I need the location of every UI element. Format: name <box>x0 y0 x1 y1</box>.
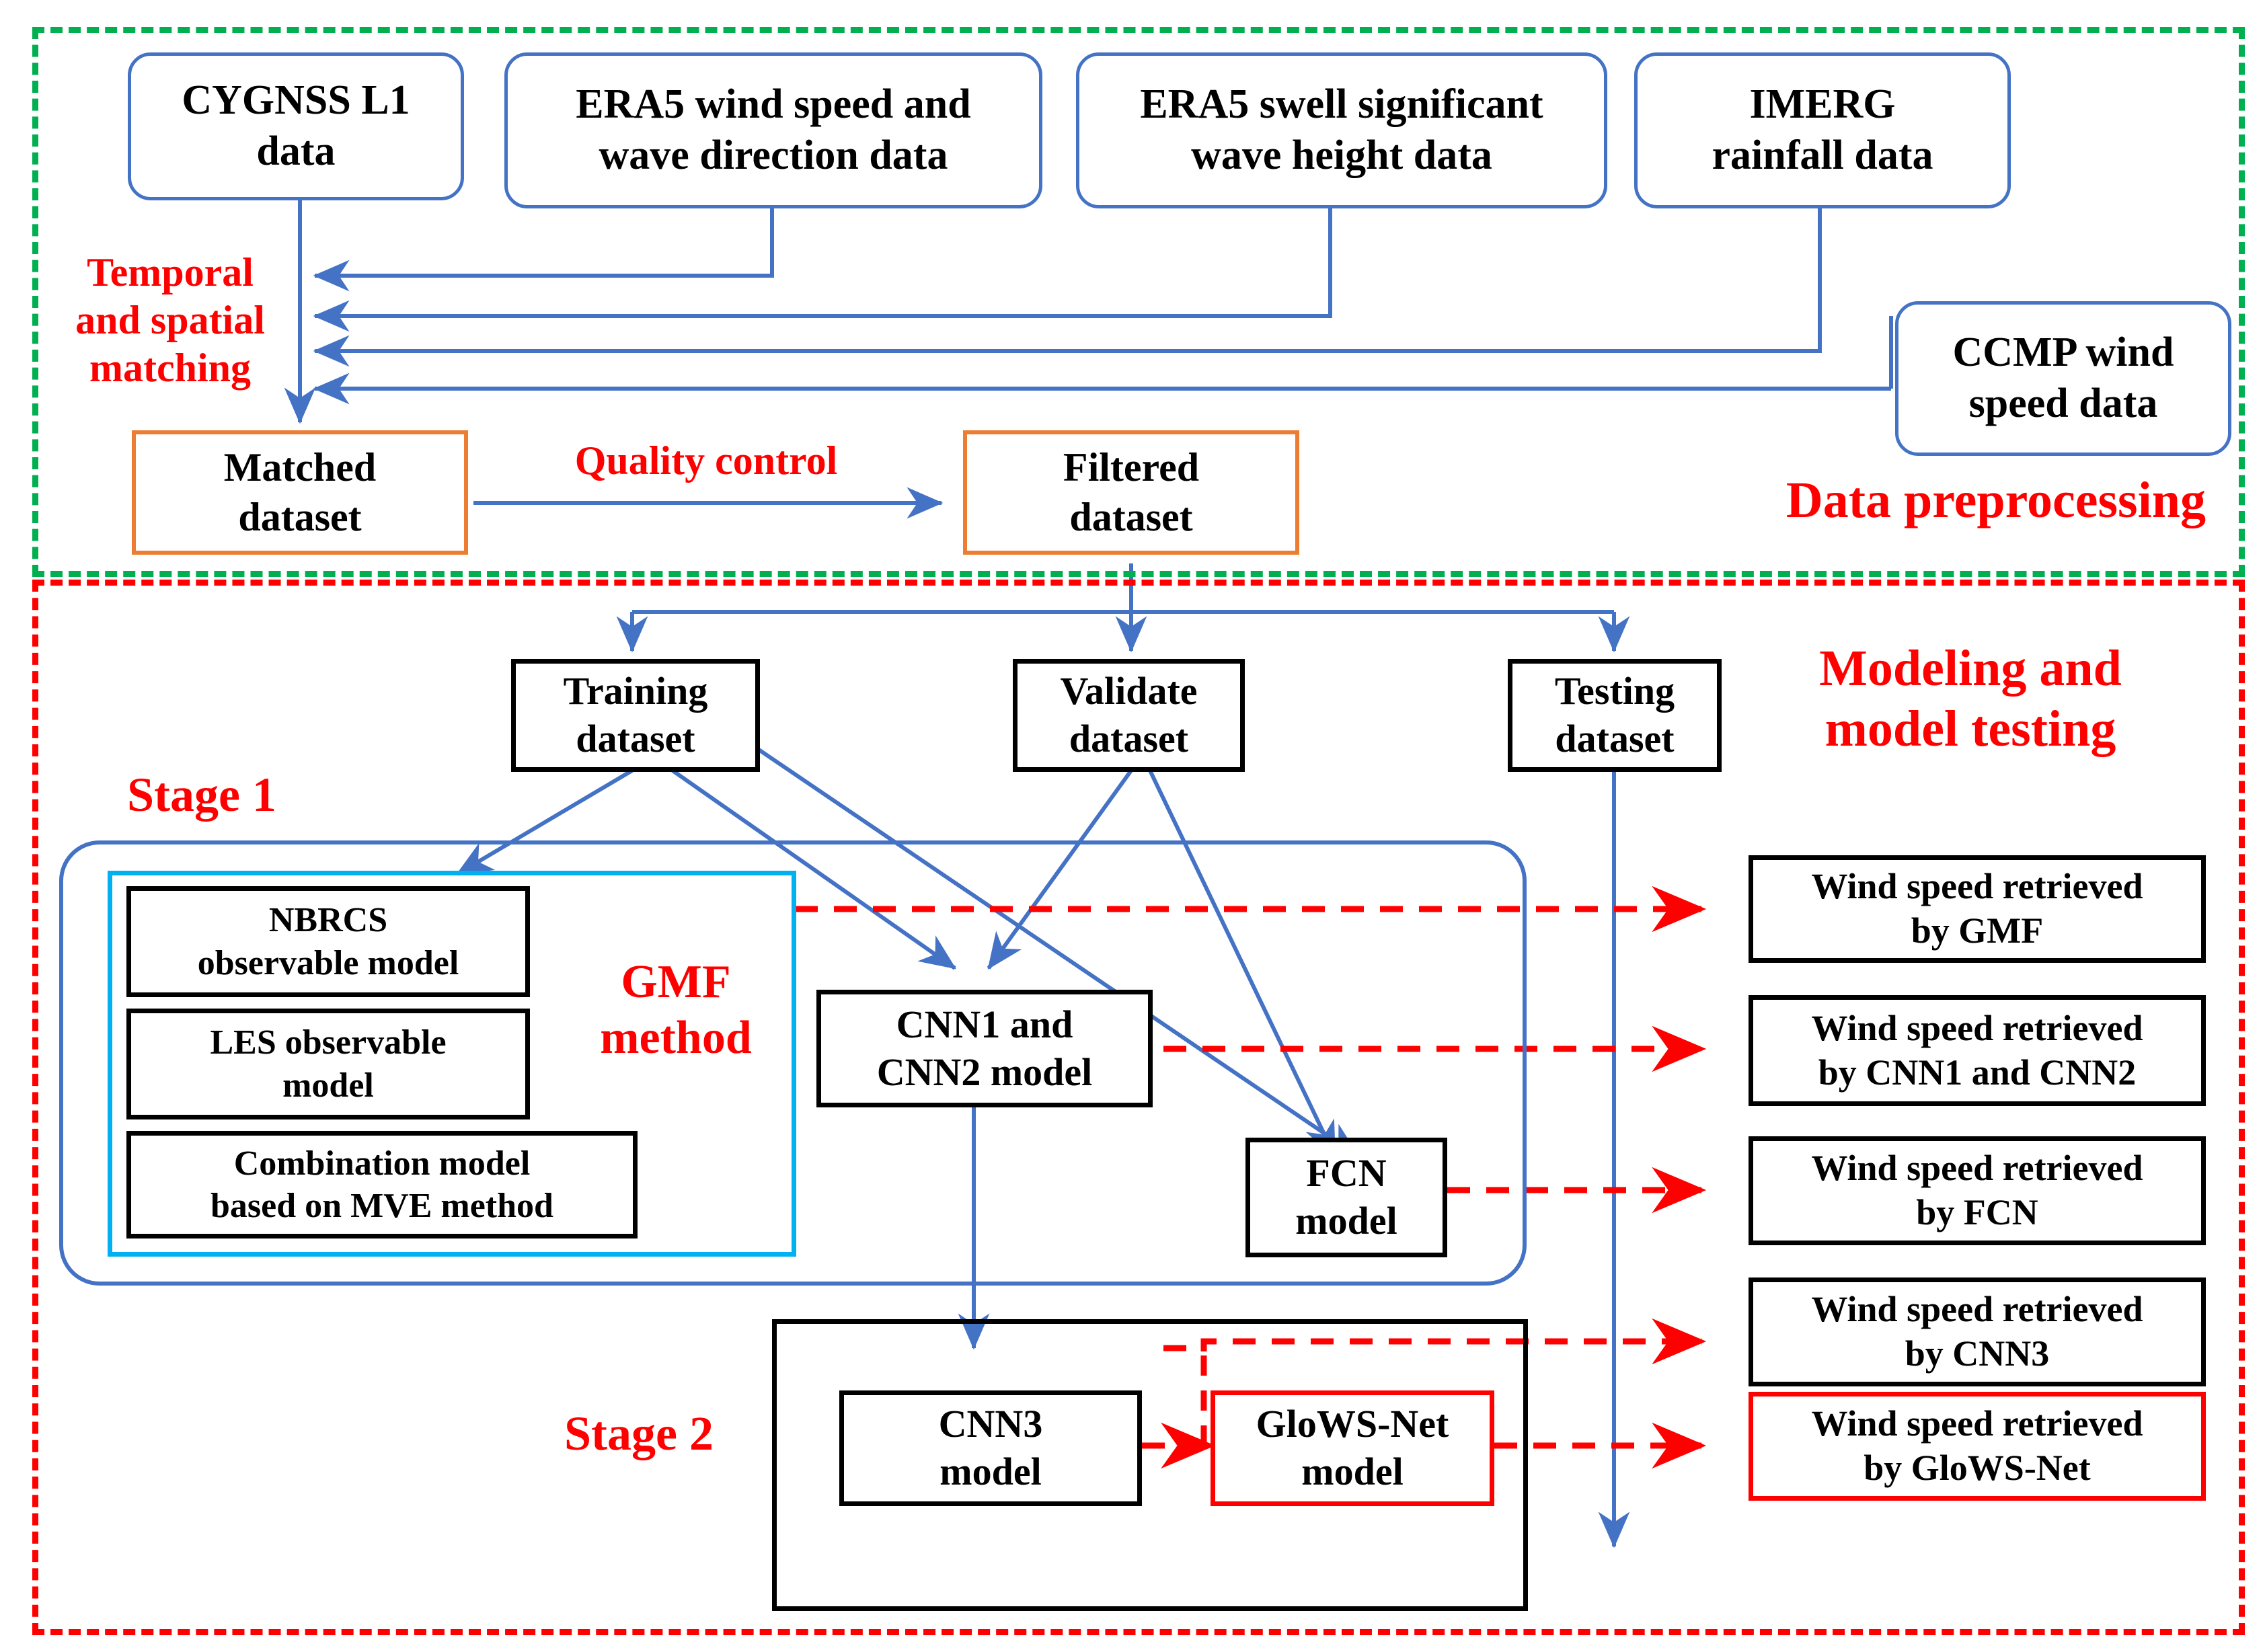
stage-2-container <box>772 1319 1528 1611</box>
output-box-fcn[interactable]: Wind speed retrieved by FCN <box>1749 1136 2206 1245</box>
dataset-box-training[interactable]: Training dataset <box>511 659 760 772</box>
label-data-preprocessing: Data preprocessing <box>1786 472 2206 528</box>
output-box-cnn1-cnn2[interactable]: Wind speed retrieved by CNN1 and CNN2 <box>1749 995 2206 1106</box>
model-box-cnn1-cnn2[interactable]: CNN1 and CNN2 model <box>816 990 1153 1107</box>
label-modeling-and-model-testing: Modeling and model testing <box>1819 640 2122 757</box>
dataset-box-filtered[interactable]: Filtered dataset <box>963 430 1299 555</box>
source-box-era5-swell[interactable]: ERA5 swell significant wave height data <box>1076 52 1607 208</box>
source-box-imerg[interactable]: IMERG rainfall data <box>1634 52 2011 208</box>
source-box-cygnss[interactable]: CYGNSS L1 data <box>128 52 464 200</box>
model-box-cnn3[interactable]: CNN3 model <box>839 1390 1142 1506</box>
dataset-box-testing[interactable]: Testing dataset <box>1508 659 1722 772</box>
model-box-glows-net[interactable]: GloWS-Net model <box>1211 1390 1494 1506</box>
label-temporal-spatial-matching: Temporal and spatial matching <box>75 250 265 390</box>
model-box-les[interactable]: LES observable model <box>126 1009 530 1119</box>
model-box-combination-mve[interactable]: Combination model based on MVE method <box>126 1131 638 1238</box>
model-box-fcn[interactable]: FCN model <box>1245 1138 1447 1257</box>
label-gmf-method: GMF method <box>600 956 752 1064</box>
dataset-box-validate[interactable]: Validate dataset <box>1013 659 1245 772</box>
model-box-nbrcs[interactable]: NBRCS observable model <box>126 886 530 997</box>
output-box-glows-net[interactable]: Wind speed retrieved by GloWS-Net <box>1749 1392 2206 1501</box>
source-box-ccmp[interactable]: CCMP wind speed data <box>1895 301 2231 456</box>
label-stage-1: Stage 1 <box>127 768 276 822</box>
output-box-gmf[interactable]: Wind speed retrieved by GMF <box>1749 855 2206 963</box>
label-stage-2: Stage 2 <box>564 1407 714 1460</box>
source-box-era5-wind[interactable]: ERA5 wind speed and wave direction data <box>504 52 1042 208</box>
region-data-preprocessing <box>32 27 2245 577</box>
region-modeling-and-testing <box>32 580 2245 1635</box>
output-box-cnn3[interactable]: Wind speed retrieved by CNN3 <box>1749 1277 2206 1386</box>
label-quality-control: Quality control <box>574 438 838 483</box>
dataset-box-matched[interactable]: Matched dataset <box>132 430 468 555</box>
